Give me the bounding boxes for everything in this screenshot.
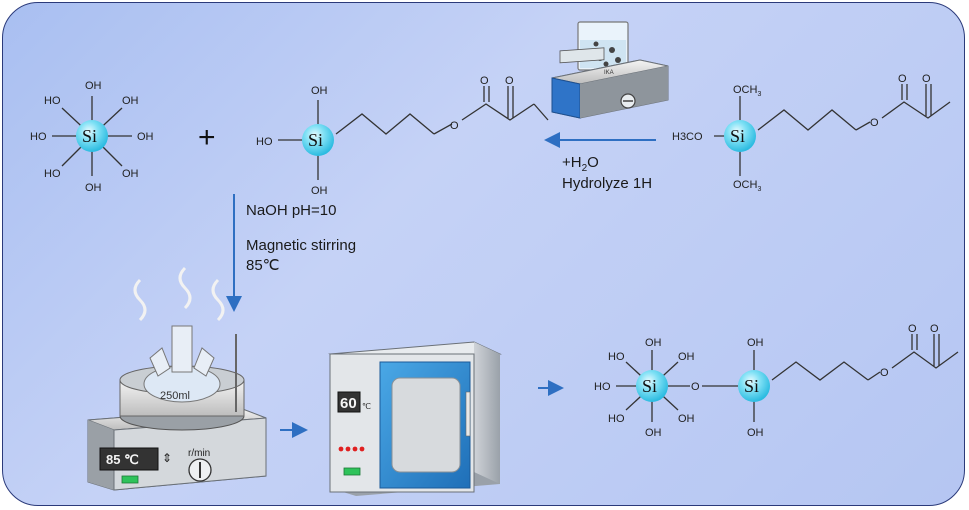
o-label: O xyxy=(870,117,879,129)
oh-label: OH xyxy=(678,351,695,363)
ho-label: HO xyxy=(608,413,625,425)
o-label: O xyxy=(691,381,700,393)
hydrolyze-label: Hydrolyze 1H xyxy=(562,175,652,192)
oh-label: OH xyxy=(311,85,328,97)
o-label: O xyxy=(908,323,917,335)
o-label: O xyxy=(922,73,931,85)
o-label: O xyxy=(930,323,939,335)
magnetic-stirrer-icon: IKA xyxy=(551,21,669,119)
ho-label: HO xyxy=(44,95,61,107)
och3-label: OCH3 xyxy=(733,179,761,193)
heater-display: 85 ℃ xyxy=(106,452,139,467)
oven-icon: 60 ℃ xyxy=(328,341,502,496)
o-label: O xyxy=(898,73,907,85)
hydrolyzed-silane-molecule: Si OH OH HO O O O xyxy=(256,75,549,197)
updown-icon: ⇕ xyxy=(162,451,172,465)
h3co-label: H3CO xyxy=(672,131,703,143)
ho-label: HO xyxy=(44,168,61,180)
o-label: O xyxy=(480,75,489,87)
green-indicator xyxy=(121,475,139,484)
si-label: Si xyxy=(642,376,657,396)
oh-label: OH xyxy=(645,337,662,349)
si-label: Si xyxy=(308,130,323,150)
oh-label: OH xyxy=(122,168,139,180)
flask-volume: 250ml xyxy=(160,390,190,402)
si-label: Si xyxy=(82,126,97,146)
oh-label: OH xyxy=(137,131,154,143)
si-label: Si xyxy=(730,126,745,146)
oven-display: 60 xyxy=(340,395,357,412)
oh-label: OH xyxy=(85,182,102,194)
naoh-label: NaOH pH=10 xyxy=(246,202,336,219)
stirring-label: Magnetic stirring xyxy=(246,237,356,254)
oh-label: OH xyxy=(678,413,695,425)
o-label: O xyxy=(450,120,459,132)
ho-label: HO xyxy=(30,131,47,143)
oh-label: OH xyxy=(311,185,328,197)
si-sphere xyxy=(636,370,668,402)
ho-label: HO xyxy=(594,381,611,393)
ho-label: HO xyxy=(256,136,273,148)
ho-label: HO xyxy=(608,351,625,363)
plus-sign: + xyxy=(198,121,216,154)
oh-label: OH xyxy=(747,337,764,349)
silicic-acid-molecule: Si OH OH HO OH HO OH HO OH xyxy=(30,80,154,194)
water-label: +H2O xyxy=(562,154,599,174)
product-molecule: Si Si OH OH HO HO OH HO OH O OH OH O O O xyxy=(594,323,959,439)
si-sphere xyxy=(302,124,334,156)
oh-label: OH xyxy=(645,427,662,439)
methoxysilane-molecule: Si OCH3 OCH3 H3CO O O O xyxy=(672,73,951,193)
oven-unit: ℃ xyxy=(362,402,371,411)
si-sphere xyxy=(76,120,108,152)
oh-label: OH xyxy=(747,427,764,439)
si-label: Si xyxy=(744,376,759,396)
o-label: O xyxy=(880,367,889,379)
oh-label: OH xyxy=(85,80,102,92)
stirrer-brand: IKA xyxy=(604,70,614,76)
heating-apparatus-icon: 250ml 85 ℃ ⇕ r/min xyxy=(87,266,267,491)
si-sphere xyxy=(724,120,756,152)
o-label: O xyxy=(505,75,514,87)
green-indicator xyxy=(343,467,361,476)
si-sphere xyxy=(738,370,770,402)
temp-label: 85℃ xyxy=(246,257,280,274)
oh-label: OH xyxy=(122,95,139,107)
heater-unit: r/min xyxy=(188,448,210,459)
och3-label: OCH3 xyxy=(733,84,761,98)
